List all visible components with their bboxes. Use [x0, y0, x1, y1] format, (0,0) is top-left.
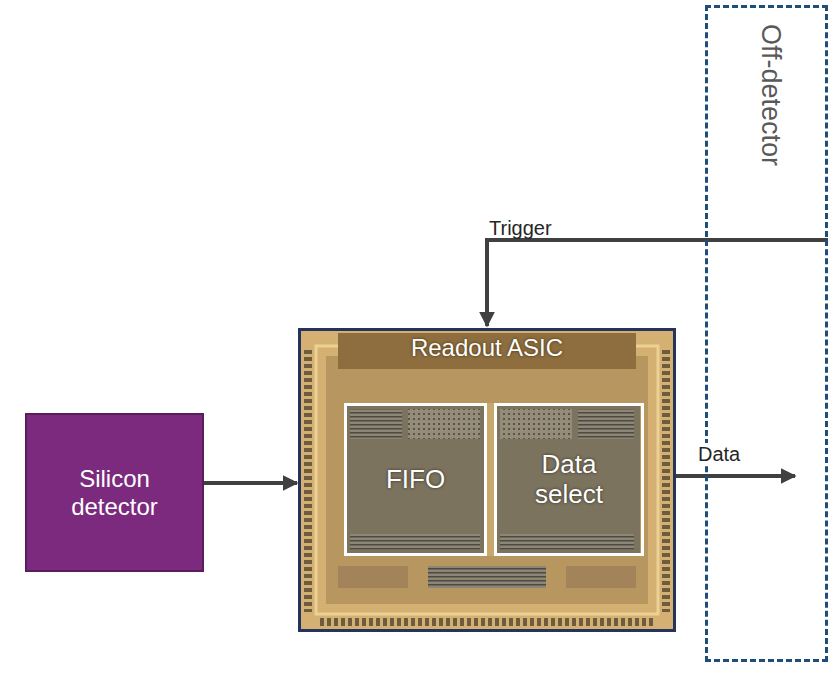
signal-arrow — [487, 240, 828, 326]
node-label: Silicon detector — [38, 465, 191, 520]
detector-box: Silicon detector — [25, 413, 204, 572]
fifo-block: FIFO — [344, 403, 487, 556]
off-detector-region: Off-detector — [705, 5, 828, 662]
signal-arrow — [676, 474, 795, 478]
chip-photo — [298, 328, 676, 632]
node-label: Data select — [505, 450, 633, 510]
signal-label: Trigger — [487, 217, 554, 239]
signal-label: Data — [696, 443, 742, 465]
asic-chip: Readout ASIC FIFO Data select — [298, 328, 676, 632]
data-select-block: Data select — [494, 403, 644, 556]
node-label: Readout ASIC — [411, 334, 563, 362]
node-label: Off-detector — [755, 24, 786, 166]
node-label: FIFO — [386, 465, 445, 495]
signal-arrow — [204, 481, 297, 485]
